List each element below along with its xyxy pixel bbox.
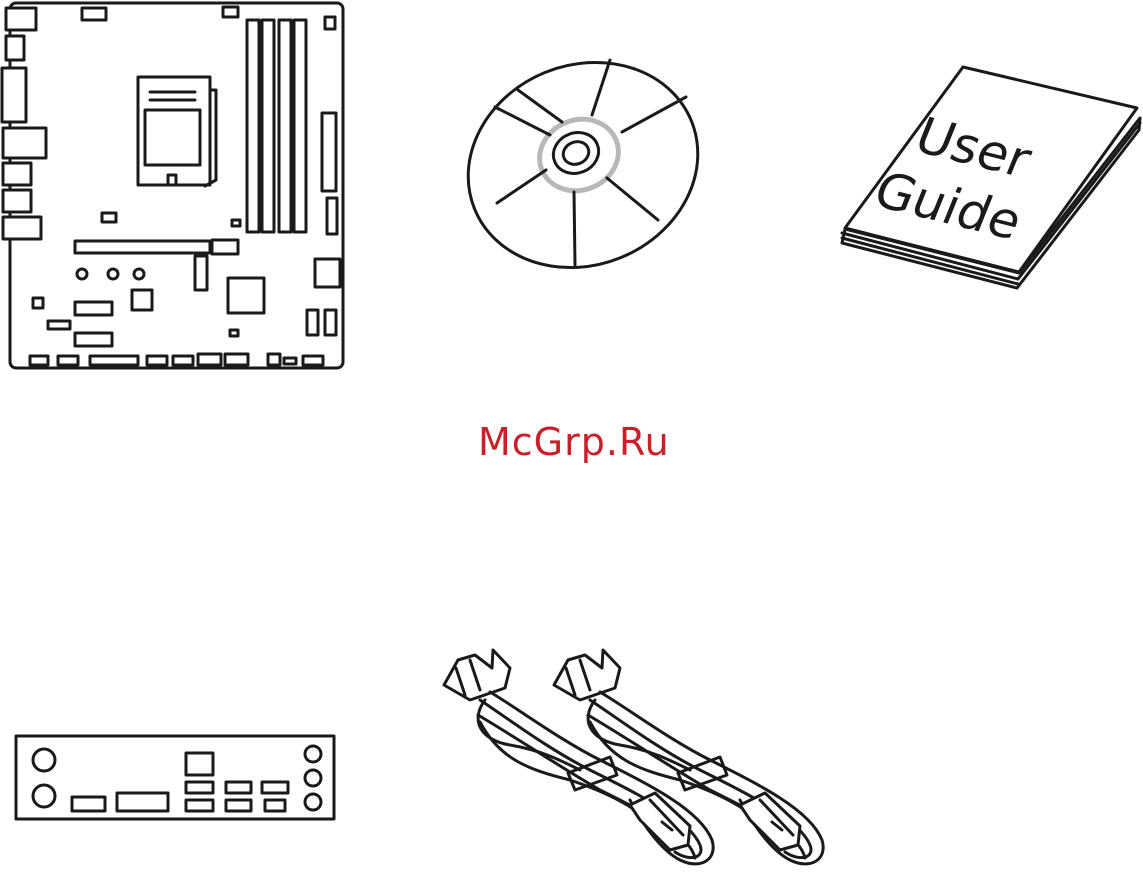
- motherboard-illustration: [2, 3, 343, 368]
- driver-disc-illustration: [437, 28, 729, 301]
- user-guide-illustration: User Guide: [842, 67, 1140, 288]
- watermark-text: McGrp.Ru: [478, 420, 670, 464]
- io-shield-illustration: [16, 736, 334, 819]
